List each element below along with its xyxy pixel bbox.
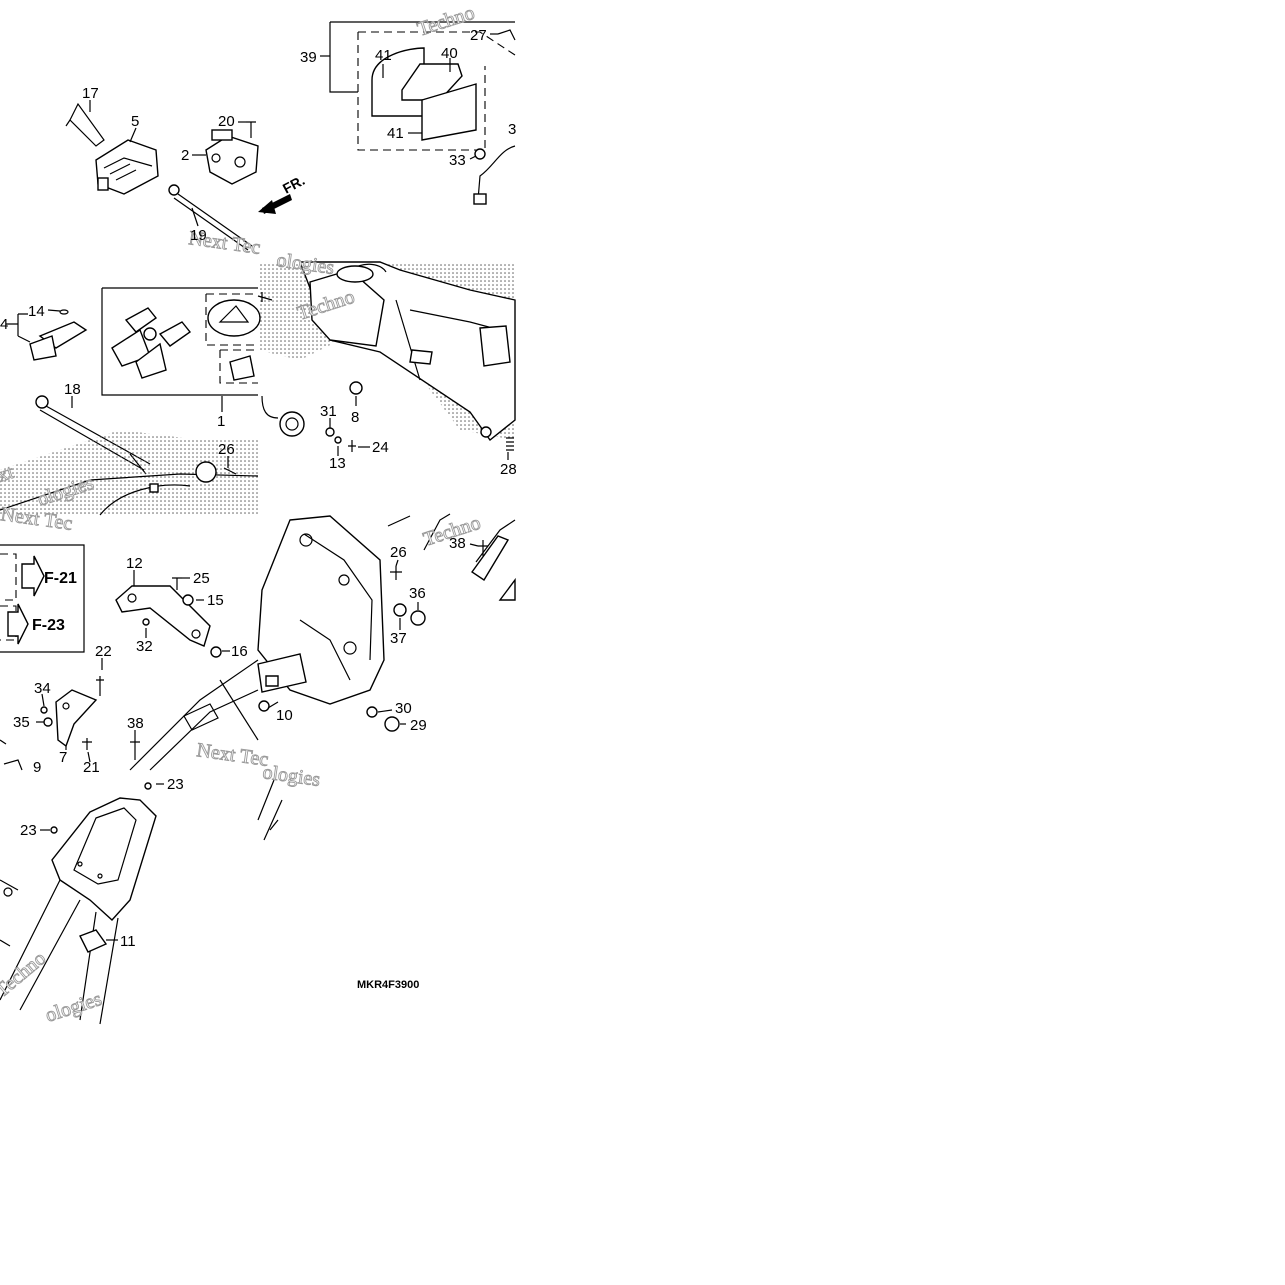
part-label: 3: [508, 121, 516, 138]
part-label: 8: [351, 409, 359, 426]
frame-rail-lower: [129, 659, 259, 771]
watermark: ologies: [43, 988, 105, 1027]
panel-top-left: FR.: [65, 102, 307, 251]
bracket-part-7: [55, 689, 98, 748]
pad-part-41b: [421, 83, 477, 141]
part-labels: 39 41 40 27 41 33 3 17 5 20 2 19 4 14 18…: [0, 27, 517, 991]
ignition-switch-part-31: [261, 395, 305, 437]
part-label: 38: [127, 715, 144, 732]
part-label: 23: [167, 776, 184, 793]
part-label: 12: [126, 555, 143, 572]
part-label: 34: [34, 680, 51, 697]
part-label: 28: [500, 461, 517, 478]
part-label: 23: [20, 822, 37, 839]
panel-top-right: [329, 21, 516, 205]
part-label: 27: [470, 27, 487, 44]
ref-arrow-f23: [7, 603, 29, 645]
bolt-part-20: [246, 121, 256, 138]
part-label: 30: [395, 700, 412, 717]
part-label: 24: [372, 439, 389, 456]
watermark: Techno: [0, 947, 50, 1002]
part-label: 38: [449, 535, 466, 552]
part-label: 26: [218, 441, 235, 458]
part-label: 13: [329, 455, 346, 472]
part-label: 7: [59, 749, 67, 766]
part-label: 19: [190, 227, 207, 244]
ref-arrow-f21: [21, 555, 45, 597]
part-label: 36: [409, 585, 426, 602]
part-label: 1: [217, 413, 225, 430]
part-label: 33: [449, 152, 466, 169]
part-label: 21: [83, 759, 100, 776]
part-label: 35: [13, 714, 30, 731]
panel-lower-left: F-21 F-23: [0, 544, 259, 771]
part-label: 11: [120, 933, 136, 950]
lock-part-3: [229, 355, 255, 381]
clip-part-17: [65, 102, 105, 147]
part-label: 31: [320, 403, 337, 420]
key-part-4: [29, 309, 88, 361]
panel-lower-right: [257, 513, 516, 732]
part-label: 40: [441, 45, 458, 62]
part-label: 26: [390, 544, 407, 561]
bracket-part-12: [115, 585, 211, 647]
pad-part-40: [401, 63, 463, 101]
diagram-code: MKR4F3900: [357, 979, 419, 991]
part-label: 41: [375, 47, 392, 64]
part-label: 9: [33, 759, 41, 776]
key-set: [111, 307, 192, 379]
ref-label-f23: F-23: [32, 617, 65, 634]
part-label: 2: [181, 147, 189, 164]
panel-middle-right: [257, 261, 516, 452]
part-label: 16: [231, 643, 248, 660]
part-label: 4: [0, 316, 8, 333]
panel-bottom-left: [0, 782, 157, 1025]
part-label: 15: [207, 592, 224, 609]
ref-label-f21: F-21: [44, 570, 77, 587]
part-label: 25: [193, 570, 210, 587]
nut-part-33: [474, 148, 486, 160]
spring-part-28: [506, 437, 514, 451]
part-label: 20: [218, 113, 235, 130]
regulator-part-5: [95, 139, 159, 195]
leader-lines: [6, 33, 509, 941]
part-label: 5: [131, 113, 139, 130]
part-label: 41: [387, 125, 404, 142]
fuel-cap-part: [207, 299, 261, 337]
part-label: 32: [136, 638, 153, 655]
panel-bottom-right: [257, 779, 283, 841]
part-label: 17: [82, 85, 99, 102]
front-label: FR.: [280, 172, 307, 197]
panel-middle-left: [0, 287, 261, 516]
watermark: Next Tec: [195, 739, 270, 771]
front-arrow: FR.: [258, 172, 307, 214]
part-label: 10: [276, 707, 293, 724]
part-label: 18: [64, 381, 81, 398]
watermark: Techno: [415, 2, 478, 41]
part-label: 39: [300, 49, 317, 66]
part-label: 29: [410, 717, 427, 734]
part-label: 37: [390, 630, 407, 647]
rod-part-19: [168, 184, 253, 251]
watermark: ologies: [261, 761, 321, 791]
part-label: 22: [95, 643, 112, 660]
part-label: 14: [28, 303, 45, 320]
relay-part-2: [205, 129, 259, 185]
